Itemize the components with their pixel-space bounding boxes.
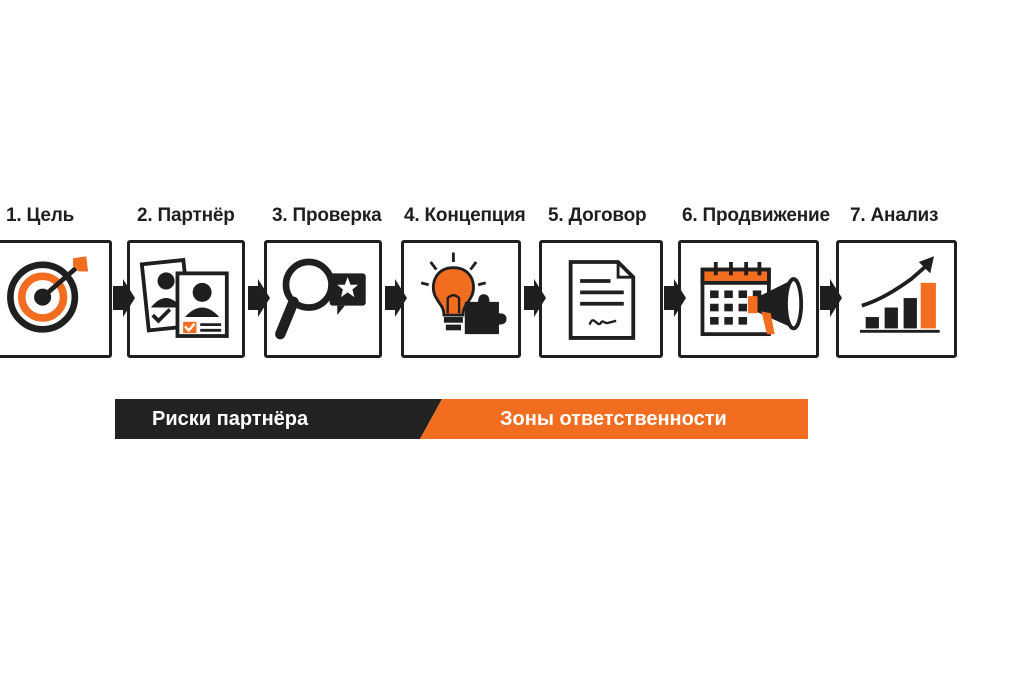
step-4-box [401,240,521,358]
calendar-megaphone-icon [700,261,804,337]
arrow-icon [820,279,842,317]
arrow-icon [113,279,135,317]
step-1-box [0,240,112,358]
step-2-title: 2. Партнёр [137,205,235,226]
arrow-icon [248,279,270,317]
step-5-box [539,240,663,358]
partner-risks-segment [115,399,442,439]
step-7-title: 7. Анализ [850,205,939,226]
responsibility-zones-label: Зоны ответственности [500,408,727,430]
step-2-box [127,240,245,358]
arrow-icon [524,279,546,317]
responsibility-zones-segment [420,399,808,439]
lightbulb-puzzle-icon [420,252,507,335]
step-7-box [836,240,957,358]
target-icon [7,256,89,333]
growth-chart-icon [859,256,940,333]
magnifier-star-icon [275,258,366,340]
contract-document-icon [568,260,636,340]
bottom-bar [115,399,808,439]
arrow-icon [664,279,686,317]
step-3-box [264,240,382,358]
step-3-title: 3. Проверка [272,205,382,226]
step-5-title: 5. Договор [548,205,647,226]
step-6-box [678,240,819,358]
partner-risks-label: Риски партнёра [152,408,309,430]
partner-profiles-icon [139,257,229,338]
step-4-title: 4. Концепция [404,205,526,226]
arrow-icon [385,279,407,317]
step-1-title: 1. Цель [6,205,75,226]
step-6-title: 6. Продвижение [682,205,830,226]
